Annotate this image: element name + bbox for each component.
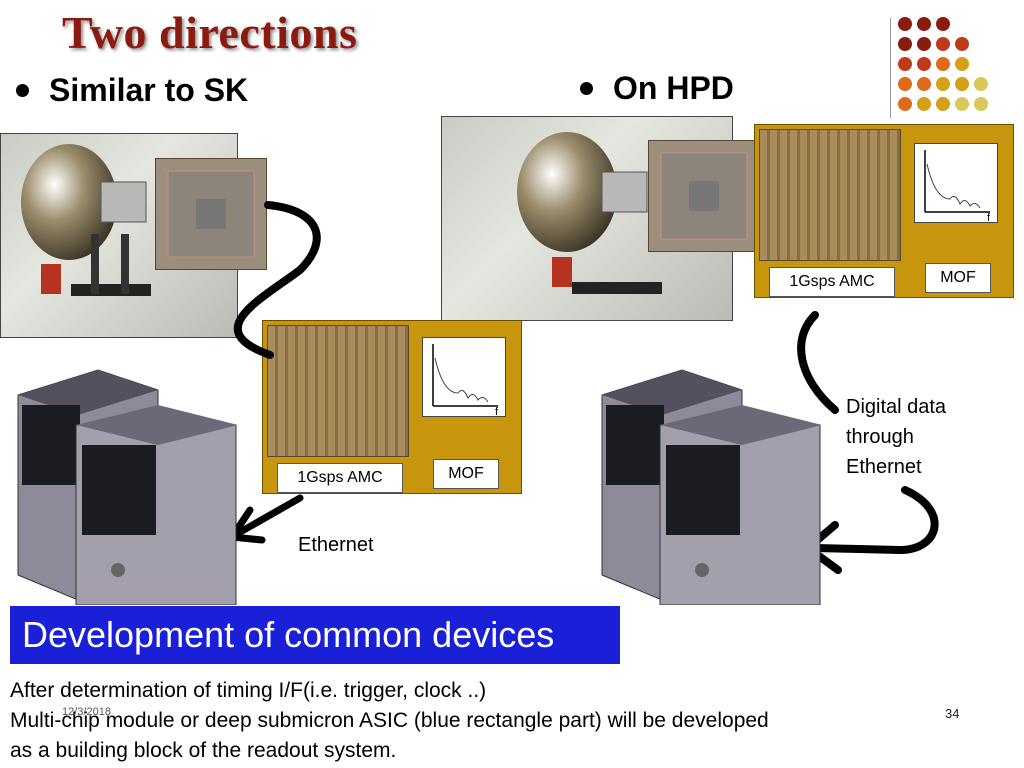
mof-plot: f <box>914 143 998 224</box>
decor-dot <box>955 77 969 91</box>
mof-label: MOF <box>433 459 499 489</box>
decor-dot <box>936 77 950 91</box>
highlight-box: Development of common devices <box>10 606 620 664</box>
decor-dot <box>955 57 969 71</box>
body-line: as a building block of the readout syste… <box>10 739 397 762</box>
decor-dot <box>955 37 969 51</box>
decor-dot <box>898 57 912 71</box>
bullet-icon <box>16 84 29 97</box>
axis-label: f <box>987 212 991 224</box>
decor-dot <box>917 77 931 91</box>
slide-title: Two directions <box>62 7 358 58</box>
mof-plot: f <box>422 337 506 418</box>
decor-dot <box>898 37 912 51</box>
left-heading-text: Similar to SK <box>49 72 249 108</box>
left-heading: Similar to SK <box>16 72 248 109</box>
decor-dot <box>898 17 912 31</box>
decor-dot <box>955 97 969 111</box>
digital-data-line: Ethernet <box>846 456 922 478</box>
asic-chip-right <box>648 140 760 252</box>
amc-board-left: f 1Gsps AMC MOF <box>262 320 522 494</box>
amc-board-right: f 1Gsps AMC MOF <box>754 124 1014 298</box>
decor-dot <box>917 97 931 111</box>
decor-dot <box>974 77 988 91</box>
computer-towers-left <box>17 369 238 605</box>
hpd-tube-image <box>21 144 151 296</box>
arrow-right-line <box>811 486 939 555</box>
digital-data-line: Digital data <box>846 396 947 418</box>
cable-right <box>797 311 839 414</box>
amc-chip <box>759 129 901 261</box>
amc-label: 1Gsps AMC <box>277 463 403 493</box>
amc-chip <box>267 325 409 457</box>
decor-dot <box>974 97 988 111</box>
hpd-tube-image <box>517 132 662 294</box>
chip-die-image <box>660 152 748 240</box>
axis-label: f <box>495 406 499 418</box>
mof-label: MOF <box>925 263 991 293</box>
decor-dot <box>917 17 931 31</box>
computer-towers-right <box>601 369 822 605</box>
body-line: Multi-chip module or deep submicron ASIC… <box>10 709 769 732</box>
asic-chip-left <box>155 158 267 270</box>
decor-dot <box>936 97 950 111</box>
cable-left <box>233 201 321 359</box>
digital-data-line: through <box>846 426 914 448</box>
mof-waveform-icon <box>924 150 990 213</box>
mof-waveform-icon <box>432 344 498 407</box>
decor-dot <box>898 77 912 91</box>
right-heading-text: On HPD <box>613 70 734 106</box>
slide-date: 12/3/2018 <box>62 706 111 718</box>
arrow-left-line <box>231 494 304 539</box>
decor-dot <box>936 37 950 51</box>
digital-data-label: Digital data through Ethernet <box>846 392 946 482</box>
body-text: After determination of timing I/F(i.e. t… <box>10 676 769 766</box>
decor-dot <box>917 37 931 51</box>
right-heading: On HPD <box>580 70 734 107</box>
decor-dot <box>917 57 931 71</box>
decor-dot <box>936 57 950 71</box>
hpd-photo-left <box>0 133 238 338</box>
decorative-dots <box>898 17 988 111</box>
decor-dot <box>898 97 912 111</box>
page-number: 34 <box>945 706 960 721</box>
amc-label: 1Gsps AMC <box>769 267 895 297</box>
ethernet-label: Ethernet <box>298 534 374 556</box>
divider-line <box>890 18 891 118</box>
bullet-icon <box>580 82 593 95</box>
chip-die-image <box>167 170 255 258</box>
body-line: After determination of timing I/F(i.e. t… <box>10 679 487 702</box>
decor-dot <box>936 17 950 31</box>
